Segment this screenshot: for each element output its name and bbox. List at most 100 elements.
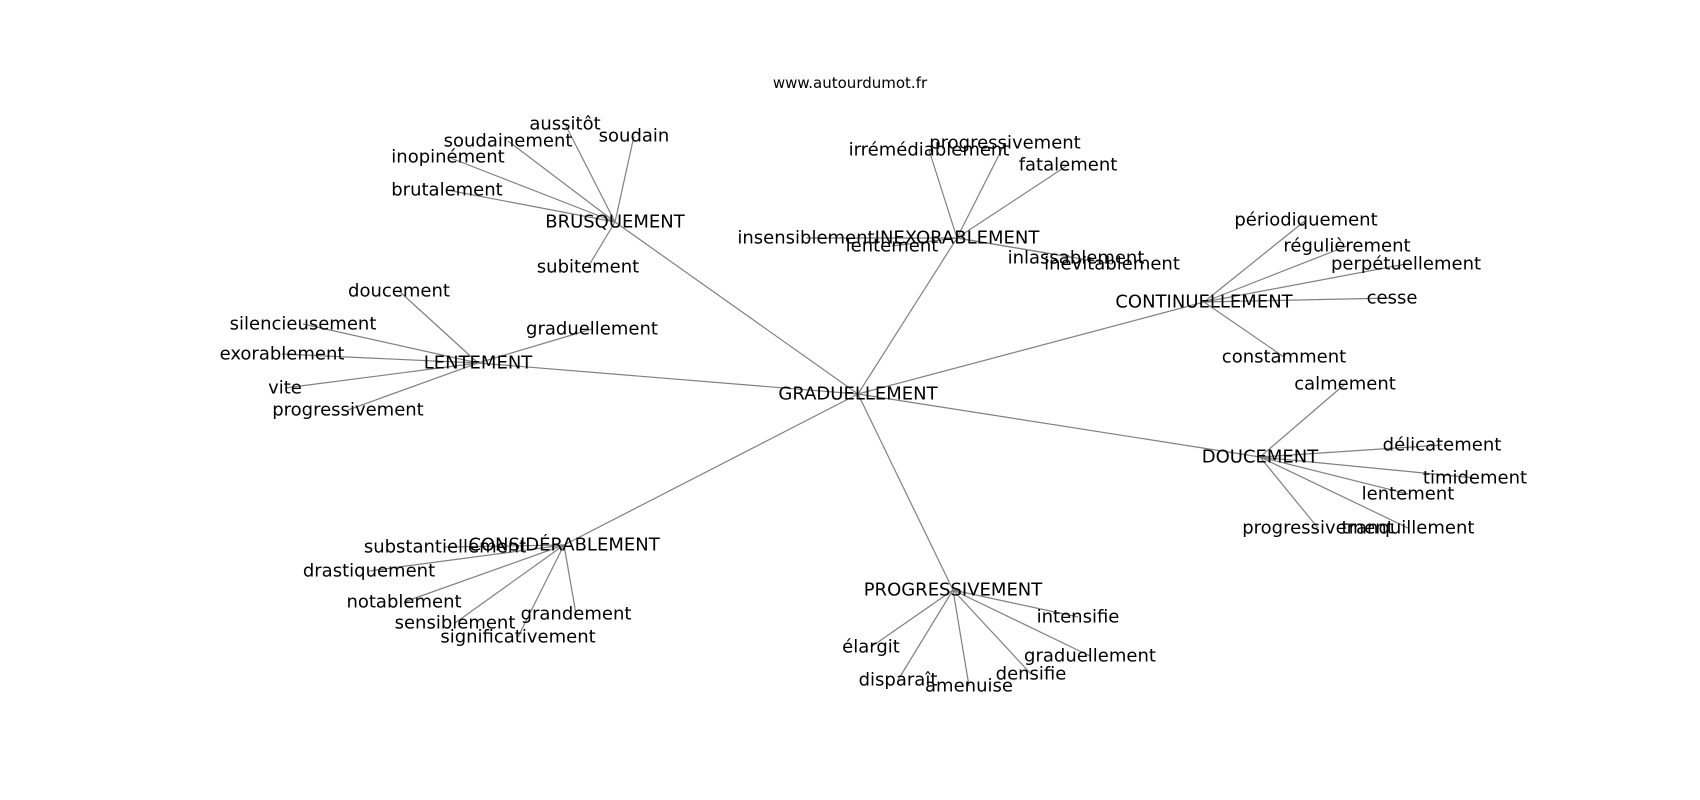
leaf-node[interactable]: régulièrement <box>1283 236 1410 257</box>
hub-node[interactable]: CONSIDÉRABLEMENT <box>468 534 660 556</box>
leaf-node[interactable]: inlassablement <box>1008 248 1145 269</box>
leaf-node[interactable]: doucement <box>348 281 450 302</box>
edge-center-hub <box>563 393 859 546</box>
edge-hub-leaf <box>956 142 1006 239</box>
leaf-node[interactable]: soudainement <box>444 131 573 152</box>
leaf-node[interactable]: irrémédiablement <box>849 140 1010 161</box>
edge-hub-leaf <box>614 135 635 223</box>
leaf-node[interactable]: timidement <box>1423 468 1527 489</box>
edge-hub-leaf <box>454 544 565 624</box>
leaf-node[interactable]: perpétuellement <box>1331 254 1481 275</box>
edge-hub-leaf <box>368 544 565 572</box>
leaf-node[interactable]: délicatement <box>1383 435 1502 456</box>
leaf-node[interactable]: progressivement <box>1242 518 1394 539</box>
edge-hub-leaf <box>952 589 1079 618</box>
leaf-node[interactable]: périodiquement <box>1234 210 1377 231</box>
edge-hub-leaf <box>447 156 616 223</box>
edge-hub-leaf <box>956 164 1069 239</box>
hub-node[interactable]: DOUCEMENT <box>1202 447 1320 468</box>
leaf-node[interactable]: progressivement <box>272 400 424 421</box>
edge-hub-leaf <box>952 589 970 687</box>
edge-center-hub <box>857 301 1205 395</box>
leaf-node[interactable]: grandement <box>521 604 632 625</box>
leaf-node[interactable]: inopinément <box>391 147 504 168</box>
edge-hub-leaf <box>507 140 616 223</box>
edge-hub-leaf <box>302 323 479 364</box>
edge-hub-leaf <box>891 237 958 247</box>
leaf-node[interactable]: aussitôt <box>529 114 600 135</box>
graph-edges <box>281 123 1476 687</box>
leaf-node[interactable]: exorablement <box>220 344 345 365</box>
site-url: www.autourdumot.fr <box>773 74 928 92</box>
leaf-node[interactable]: soudain <box>599 126 670 147</box>
leaf-node[interactable]: constamment <box>1222 347 1346 368</box>
edge-hub-leaf <box>1259 456 1476 479</box>
edge-center-hub <box>614 221 859 395</box>
leaf-node[interactable]: subitement <box>537 257 639 278</box>
edge-center-hub <box>477 362 859 395</box>
leaf-node[interactable]: brutalement <box>391 180 502 201</box>
edge-hub-leaf <box>398 290 479 364</box>
leaf-node[interactable]: tranquillement <box>1342 518 1475 539</box>
leaf-node[interactable]: graduellement <box>1024 646 1156 667</box>
leaf-node[interactable]: graduellement <box>526 319 658 340</box>
edge-center-hub <box>857 237 958 395</box>
edge-hub-leaf <box>517 544 565 638</box>
leaf-node[interactable]: drastiquement <box>303 561 435 582</box>
leaf-node[interactable]: silencieusement <box>230 314 377 335</box>
edge-center-hub <box>857 393 954 591</box>
hub-node[interactable]: INEXORABLEMENT <box>875 228 1041 249</box>
edge-hub-leaf <box>897 589 954 681</box>
edge-hub-leaf <box>477 328 593 364</box>
edge-hub-leaf <box>952 589 1091 657</box>
leaf-node[interactable]: inévitablement <box>1044 254 1180 275</box>
edge-hub-leaf <box>1203 297 1393 303</box>
leaf-node[interactable]: intensifie <box>1037 607 1120 628</box>
edge-center-hub <box>857 393 1261 458</box>
edge-hub-leaf <box>1259 444 1443 458</box>
edge-hub-leaf <box>403 544 565 603</box>
leaf-node[interactable]: cesse <box>1367 288 1418 309</box>
hub-node[interactable]: LENTEMENT <box>424 353 534 374</box>
edge-hub-leaf <box>564 123 616 223</box>
leaf-node[interactable]: densifie <box>996 664 1067 685</box>
edge-hub-leaf <box>1203 263 1407 303</box>
leaf-node[interactable]: insensiblement <box>737 228 874 249</box>
leaf-node[interactable]: élargit <box>842 637 900 658</box>
edge-hub-leaf <box>563 544 577 615</box>
leaf-node[interactable]: amenuise <box>925 676 1013 697</box>
edge-hub-leaf <box>444 544 565 548</box>
edge-hub-leaf <box>281 353 479 364</box>
leaf-node[interactable]: fatalement <box>1019 155 1118 176</box>
leaf-node[interactable]: lentement <box>846 236 939 257</box>
leaf-node[interactable]: significativement <box>440 627 595 648</box>
leaf-node[interactable]: notablement <box>346 592 461 613</box>
edge-hub-leaf <box>956 237 1113 265</box>
edge-hub-leaf <box>1259 456 1319 529</box>
edge-hub-leaf <box>284 362 479 389</box>
leaf-node[interactable]: disparaît <box>859 670 938 691</box>
edge-hub-leaf <box>870 589 954 648</box>
hub-node[interactable]: PROGRESSIVEMENT <box>864 580 1044 601</box>
leaf-node[interactable]: vite <box>268 378 302 399</box>
edge-hub-leaf <box>446 189 616 223</box>
edge-hub-leaf <box>1259 456 1409 529</box>
edge-hub-leaf <box>1203 219 1307 303</box>
edge-hub-leaf <box>952 589 1032 675</box>
leaf-node[interactable]: progressivement <box>929 133 1081 154</box>
leaf-node[interactable]: calmement <box>1294 374 1396 395</box>
edge-hub-leaf <box>1259 456 1409 495</box>
center-node[interactable]: GRADUELLEMENT <box>778 384 938 405</box>
leaf-node[interactable]: sensiblement <box>395 613 516 634</box>
edge-hub-leaf <box>1203 245 1348 303</box>
edge-hub-leaf <box>1259 383 1346 458</box>
edge-hub-leaf <box>928 149 958 239</box>
edge-hub-leaf <box>587 221 616 268</box>
leaf-node[interactable]: substantiellement <box>364 537 526 558</box>
leaf-node[interactable]: lentement <box>1362 484 1455 505</box>
hub-node[interactable]: CONTINUELLEMENT <box>1115 292 1293 313</box>
edge-hub-leaf <box>1203 301 1285 358</box>
hub-node[interactable]: BRUSQUEMENT <box>545 212 686 233</box>
